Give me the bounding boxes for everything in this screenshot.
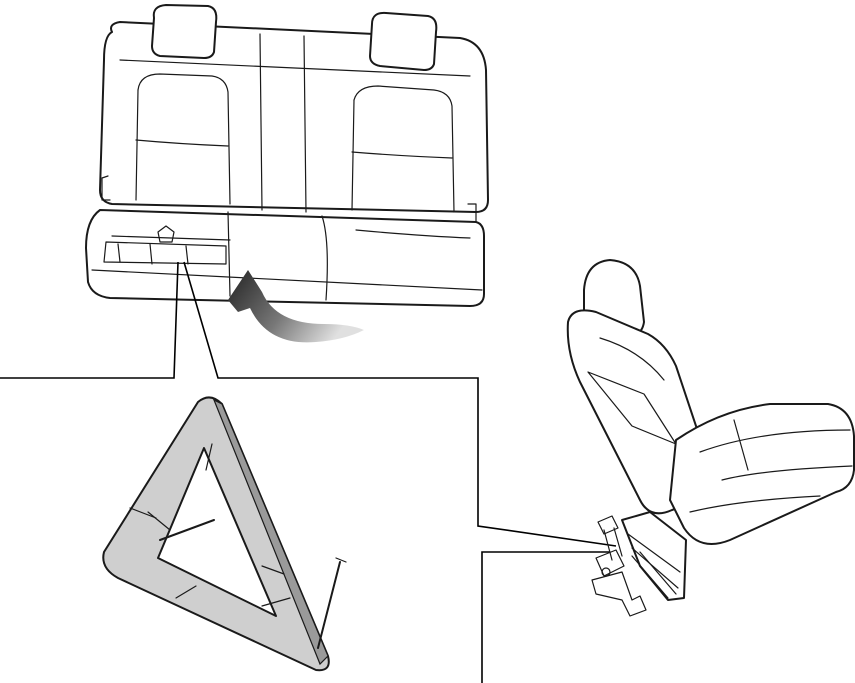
left-headrest: [151, 4, 218, 59]
callout-lines: [0, 261, 617, 683]
rear-bench-seat: [85, 4, 489, 307]
under-seat-tool-kit: [591, 515, 677, 617]
rear-seat-backrest: [99, 21, 489, 213]
front-seat: [566, 259, 855, 617]
under-seat-storage: [103, 241, 227, 265]
warning-triangle: [102, 396, 347, 672]
front-seat-cushion: [669, 403, 855, 545]
rear-seat-cushion: [85, 209, 485, 307]
curved-arrow: [228, 270, 364, 343]
right-headrest: [369, 11, 438, 71]
triangle-opening: [157, 447, 277, 617]
